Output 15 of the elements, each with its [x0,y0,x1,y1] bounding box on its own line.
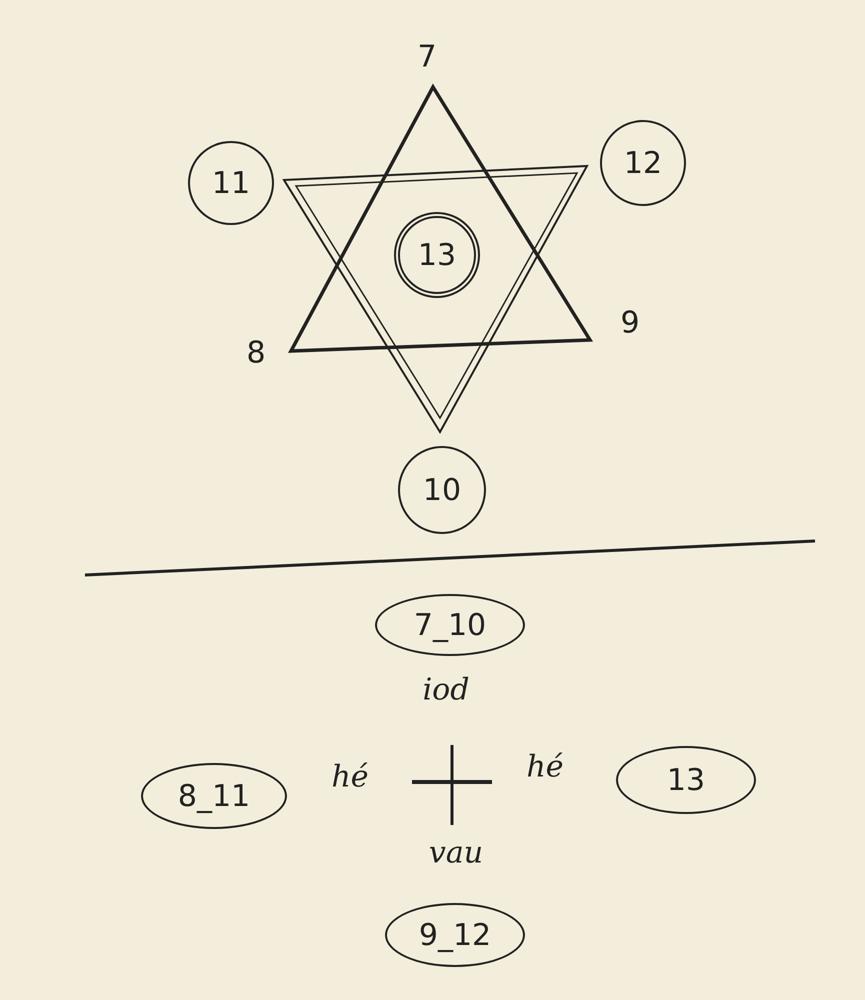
hebrew-letter-name: vau [428,836,484,870]
oval-label: 8_11 [141,763,287,829]
oval-label: 9_12 [385,903,525,967]
vertex-number: 9 [620,306,640,340]
circled-number: 11 [188,141,274,225]
hebrew-letter-name: iod [422,672,470,708]
circled-number: 10 [398,446,486,534]
oval-label: 13 [616,746,756,814]
hebrew-letter-name: hé [526,750,564,784]
double-circled-number: 13 [394,212,480,298]
vertex-number: 7 [417,40,437,74]
oval-label: 7_10 [375,594,525,656]
hebrew-letter-name: hé [331,760,369,794]
vertex-number: 8 [246,336,266,370]
circled-number: 12 [600,120,686,206]
